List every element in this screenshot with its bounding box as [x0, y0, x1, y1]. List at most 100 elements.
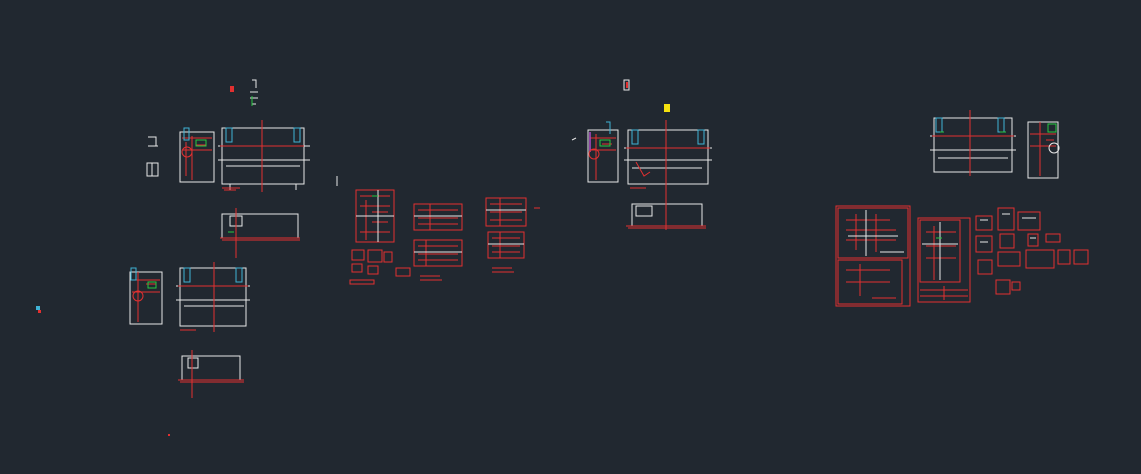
side-view-detail [590, 134, 616, 180]
bracket-cyan-right [697, 129, 705, 145]
ucs-marker-red [38, 310, 41, 313]
detail-part-6 [395, 267, 411, 277]
yellow-label [664, 104, 670, 112]
detail-part-2 [367, 249, 383, 263]
stray-white [571, 137, 577, 141]
part-detail-12 [977, 259, 993, 275]
bracket-green [1047, 123, 1057, 133]
detail-sheet-a-white [356, 190, 394, 242]
part-detail-9 [1025, 249, 1055, 269]
detail-sheet-e-lines [492, 232, 520, 258]
bracket-cyan-left [225, 127, 233, 143]
detail-sheet-b [413, 203, 463, 231]
detail-sheet-a-lines [360, 195, 390, 240]
front-view-outline [179, 267, 247, 327]
front-view-outline [221, 127, 305, 185]
side-view-outline [587, 129, 619, 183]
sheet-2-inner [919, 219, 961, 283]
plan-center-lines [626, 200, 706, 230]
marker-text [230, 86, 234, 92]
marker-text [623, 79, 630, 91]
front-view-outline [627, 129, 709, 185]
part-detail-10 [1057, 249, 1071, 265]
detail-part-7 [349, 279, 375, 285]
center-lines [932, 110, 1014, 176]
bracket-cyan [130, 267, 137, 281]
part-detail-11 [1073, 249, 1089, 265]
plan-view-motor [187, 357, 199, 369]
bracket-green [195, 139, 207, 147]
center-lines [178, 262, 248, 332]
detail-sheet-c [413, 239, 463, 267]
assembly-view-top-left[interactable] [146, 79, 310, 258]
assembly-view-center[interactable] [571, 79, 712, 230]
part-detail-14 [1011, 281, 1021, 291]
sheet-1-lines [846, 214, 896, 299]
detail-sheet-e [487, 231, 525, 259]
part-detail-white-marks [980, 213, 1036, 243]
sheet-1-lower [837, 259, 903, 305]
sheet-1-upper [837, 207, 909, 259]
part-detail-5 [999, 233, 1015, 249]
part-detail-7 [1045, 233, 1061, 243]
plan-view-outline [631, 203, 703, 227]
detail-sheet-c-notes [420, 275, 442, 281]
bracket-green [599, 139, 611, 147]
detail-sheet-b-lines [418, 204, 458, 230]
part-detail-8 [997, 251, 1021, 267]
pulley-circle [588, 148, 600, 160]
side-view-outline [1027, 121, 1059, 179]
pulley-circle [181, 146, 193, 158]
assembly-view-bottom-left[interactable] [36, 262, 250, 436]
sheet-2-white [922, 222, 958, 280]
part-detail-6 [1027, 233, 1039, 247]
pulley-circle [132, 290, 144, 302]
part-detail-2 [997, 207, 1015, 231]
plan-center-lines [220, 208, 300, 246]
bracket-cyan-right [235, 267, 243, 283]
stray-point [168, 434, 170, 436]
assembly-view-right[interactable] [930, 110, 1060, 179]
marker-text-red [626, 82, 628, 88]
detail-part-1 [351, 249, 365, 261]
center-lines [220, 120, 304, 192]
pulley-circle [1048, 142, 1060, 154]
red-detail [635, 161, 651, 177]
detail-sheet-e-notes [492, 267, 514, 273]
dimension-text [250, 79, 258, 105]
bracket-cyan-left [631, 129, 639, 145]
side-view-outline [179, 131, 215, 183]
side-view-detail [182, 136, 212, 180]
front-view-detail [218, 145, 310, 190]
sheet-2 [917, 217, 971, 303]
bracket-cyan-left [935, 117, 943, 133]
part-detail-4 [975, 235, 993, 253]
detail-sheet-c-lines [418, 240, 458, 266]
sheet-1 [835, 205, 911, 307]
part-detail-3 [1017, 211, 1041, 231]
ucs-marker [36, 306, 40, 310]
bracket-cyan-right [293, 127, 301, 143]
part-detail-13 [995, 279, 1011, 295]
part-detail-1 [975, 215, 993, 231]
detail-part-3 [383, 251, 393, 263]
plan-center-lines [178, 350, 244, 398]
bracket-cyan-left [183, 267, 191, 283]
front-view-outline [933, 117, 1013, 173]
sheet-1-white [848, 210, 904, 256]
detail-sheets-middle[interactable] [336, 176, 540, 285]
detail-sheet-d-lines [490, 198, 540, 226]
plan-view-motor [635, 205, 653, 217]
bracket-green [147, 281, 157, 289]
bracket-cyan-right [997, 117, 1005, 133]
front-view-detail [176, 285, 250, 307]
side-view-detail [1030, 122, 1056, 176]
legend-symbol [146, 136, 159, 177]
side-view-detail [132, 272, 160, 322]
title-block-sheets-right[interactable] [835, 205, 1089, 307]
detail-part-5 [367, 265, 379, 275]
bracket-cyan [183, 127, 190, 141]
sheet-2-lines [920, 226, 968, 300]
